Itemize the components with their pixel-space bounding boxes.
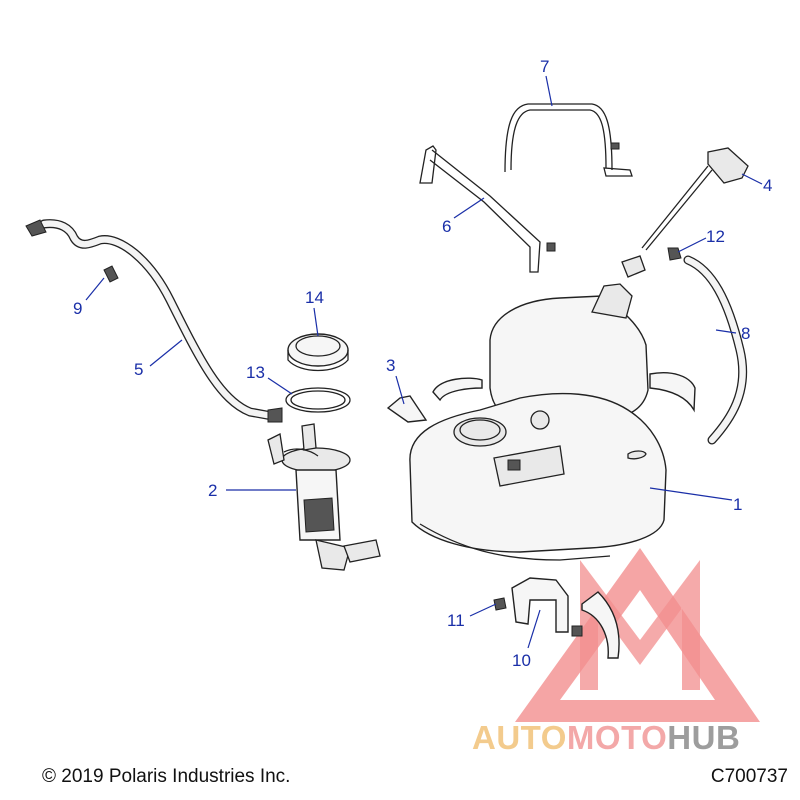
part-5-fuel-line[interactable] bbox=[25, 219, 283, 423]
copyright-notice: © 2019 Polaris Industries Inc. bbox=[42, 766, 291, 787]
part-1-fuel-tank[interactable] bbox=[409, 283, 696, 561]
callout-3: 3 bbox=[386, 356, 395, 375]
part-13-seal[interactable] bbox=[285, 387, 351, 413]
callout-11: 11 bbox=[447, 611, 465, 630]
part-11-bolt[interactable] bbox=[493, 597, 507, 611]
part-10-bracket[interactable] bbox=[511, 577, 569, 633]
watermark-auto: AUTO bbox=[472, 719, 567, 756]
callout-2: 2 bbox=[208, 481, 217, 500]
watermark-hub: HUB bbox=[667, 719, 740, 756]
callout-9: 9 bbox=[73, 299, 82, 318]
part-12-clamp[interactable] bbox=[667, 247, 682, 261]
watermark-m-icon bbox=[580, 560, 700, 690]
part-4-fuel-sender[interactable] bbox=[621, 147, 749, 278]
callout-5: 5 bbox=[134, 360, 143, 379]
part-14-lock-ring[interactable] bbox=[287, 333, 349, 372]
callout-12: 12 bbox=[706, 227, 725, 246]
callout-10: 10 bbox=[512, 651, 531, 670]
callout-labels: 7 6 4 12 8 3 14 13 9 5 2 1 11 10 bbox=[73, 57, 772, 670]
drawing-number: C700737 bbox=[710, 766, 788, 787]
part-8-vent-hose[interactable] bbox=[683, 255, 748, 445]
side-guard bbox=[571, 591, 620, 659]
callout-7: 7 bbox=[540, 57, 549, 76]
part-2-fuel-pump[interactable] bbox=[267, 423, 381, 571]
strap-bolt-6 bbox=[546, 242, 556, 252]
part-3-tank-pad[interactable] bbox=[386, 395, 428, 423]
callout-4: 4 bbox=[763, 176, 772, 195]
callout-14: 14 bbox=[305, 288, 324, 307]
svg-text:AUTOMOTOHUB: AUTOMOTOHUB bbox=[472, 719, 740, 756]
watermark-triangle-icon bbox=[515, 548, 760, 722]
part-6-strap[interactable] bbox=[419, 145, 541, 273]
strap-bolt-7 bbox=[610, 142, 620, 150]
watermark-moto: MOTO bbox=[567, 719, 667, 756]
part-7-strap[interactable] bbox=[504, 103, 633, 177]
callout-8: 8 bbox=[741, 324, 750, 343]
callout-1: 1 bbox=[733, 495, 742, 514]
callout-leaders bbox=[85, 75, 763, 649]
part-9-clip[interactable] bbox=[103, 265, 119, 283]
watermark-logo: AUTOMOTOHUB bbox=[472, 548, 760, 756]
callout-6: 6 bbox=[442, 217, 451, 236]
callout-13: 13 bbox=[246, 363, 265, 382]
